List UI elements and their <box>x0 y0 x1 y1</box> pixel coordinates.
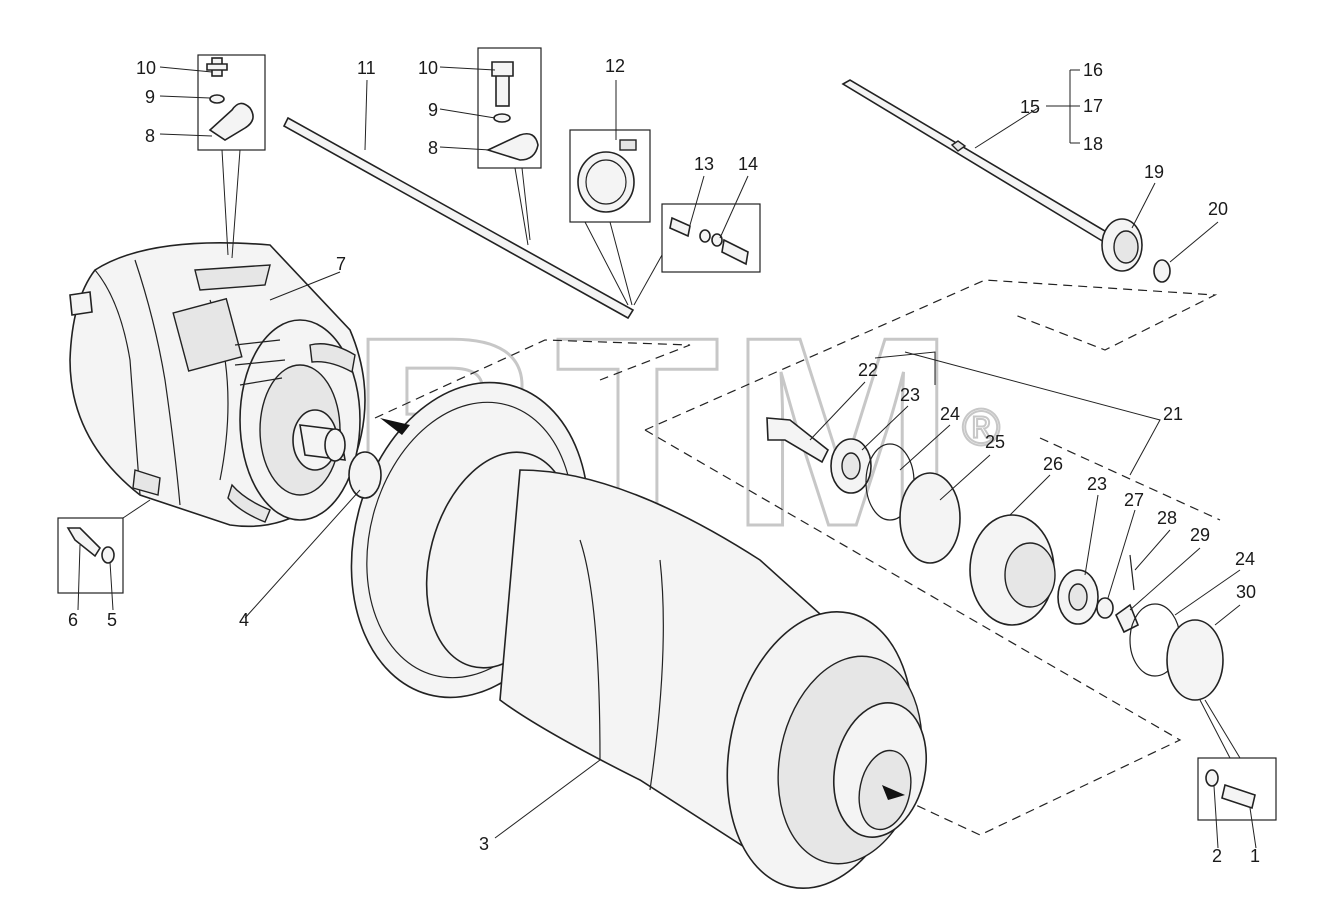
bearing-assembly <box>766 351 1224 701</box>
callout-18: 18 <box>1083 134 1103 154</box>
callout-24-upper: 24 <box>940 404 960 424</box>
callout-6: 6 <box>68 610 78 630</box>
callout-19: 19 <box>1144 162 1164 182</box>
callout-4: 4 <box>239 610 249 630</box>
clamp-kit-left <box>197 54 266 259</box>
callout-21: 21 <box>1163 404 1183 424</box>
callout-15: 15 <box>1020 97 1040 117</box>
retaining-ring <box>1153 259 1171 283</box>
callout-14: 14 <box>738 154 758 174</box>
callout-23-lower: 23 <box>1087 474 1107 494</box>
callout-28: 28 <box>1157 508 1177 528</box>
callout-5: 5 <box>107 610 117 630</box>
callout-1: 1 <box>1250 846 1260 866</box>
assembly-dashed-outlines <box>374 279 1218 836</box>
callout-23-upper: 23 <box>900 385 920 405</box>
o-ring <box>348 451 382 499</box>
callout-2: 2 <box>1212 846 1222 866</box>
callout-16: 16 <box>1083 60 1103 80</box>
callout-11: 11 <box>357 58 376 78</box>
callout-24-lower: 24 <box>1235 549 1255 569</box>
callout-7: 7 <box>336 254 346 274</box>
callout-26: 26 <box>1043 454 1063 474</box>
callout-30: 30 <box>1236 582 1256 602</box>
callout-10-left: 10 <box>136 58 156 78</box>
spur-gear <box>1101 218 1143 272</box>
callout-8-center: 8 <box>428 138 438 158</box>
callout-labels: 10 9 8 11 10 9 8 12 13 14 15 16 17 18 19… <box>68 56 1260 866</box>
callout-17: 17 <box>1083 96 1103 116</box>
callout-10-center: 10 <box>418 58 438 78</box>
leader-lines <box>77 66 1257 849</box>
callout-29: 29 <box>1190 525 1210 545</box>
direction-arrows <box>380 418 905 800</box>
callout-20: 20 <box>1208 199 1228 219</box>
callout-8-left: 8 <box>145 126 155 146</box>
callout-3: 3 <box>479 834 489 854</box>
callout-12: 12 <box>605 56 625 76</box>
bolt-kit-left <box>57 499 151 594</box>
fittings-kit <box>633 203 761 306</box>
callout-22: 22 <box>858 360 878 380</box>
callout-27: 27 <box>1124 490 1144 510</box>
clamp-kit-center <box>477 47 542 246</box>
hydraulic-motor <box>69 241 366 528</box>
hose-clamp-kit <box>569 129 651 306</box>
watermark-registered: ® <box>962 399 1000 457</box>
callout-13: 13 <box>694 154 714 174</box>
callout-9-center: 9 <box>428 100 438 120</box>
pipe-rod <box>282 116 635 320</box>
callout-25: 25 <box>985 432 1005 452</box>
callout-9-left: 9 <box>145 87 155 107</box>
bolt-kit-right <box>1197 699 1277 821</box>
